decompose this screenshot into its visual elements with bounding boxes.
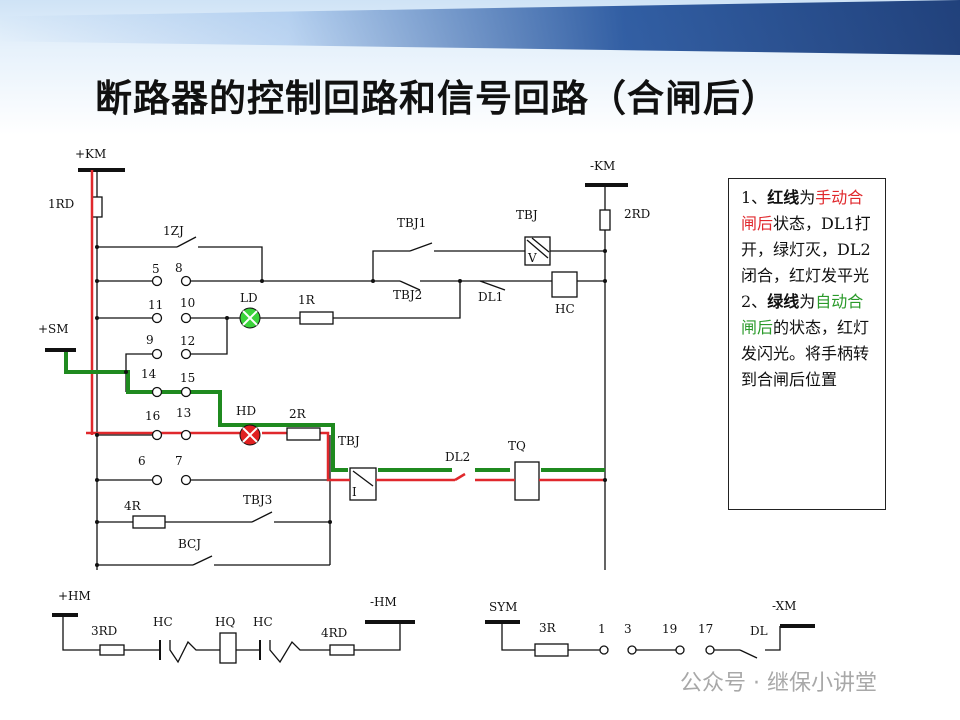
fuse-1rd	[91, 196, 103, 218]
resistor-4r	[132, 515, 166, 529]
signal-circuit	[485, 620, 815, 659]
label-psm: +SM	[38, 322, 69, 336]
terminal-3: 3	[624, 622, 632, 636]
contact-15: 15	[180, 371, 195, 385]
label-1r: 1R	[298, 293, 316, 307]
note-item-2: 2、绿线为自动合闸后的状态，红灯发闪光。将手柄转到合闸后位置	[741, 289, 879, 393]
label-ld: LD	[240, 291, 258, 305]
tq-coil	[514, 461, 540, 501]
label-tbj-i: I	[352, 485, 357, 499]
green-line-term: 绿线	[767, 292, 800, 311]
label-3r: 3R	[539, 621, 557, 635]
resistor-2r	[286, 427, 321, 441]
note-text: 状态，DL1打开，绿灯灭，DL2闭合，红灯发平光	[741, 214, 871, 285]
closing-coil-circuit	[52, 613, 415, 664]
label-tq: TQ	[508, 439, 526, 453]
label-hd: HD	[236, 404, 256, 418]
slide-title: 断路器的控制回路和信号回路（合闸后）	[95, 77, 779, 120]
label-tbj-v: V	[527, 251, 537, 265]
red-line-term: 红线	[767, 188, 800, 207]
label-tbj2: TBJ2	[393, 288, 422, 302]
label-phm: +HM	[58, 589, 91, 603]
label-tbj-upper: TBJ	[516, 208, 538, 222]
label-4rd: 4RD	[321, 626, 347, 640]
tbj-coil-i	[349, 467, 377, 501]
label-dl1: DL1	[478, 290, 503, 304]
label-2rd: 2RD	[624, 207, 650, 221]
contact-16: 16	[145, 409, 160, 423]
label-tbj-lower: TBJ	[338, 434, 360, 448]
connector: 为	[799, 188, 816, 207]
note-text: 的状态，红灯发闪光。将手柄转到合闸后位置	[741, 318, 870, 389]
connector: 为	[799, 292, 816, 311]
contact-14: 14	[141, 367, 157, 381]
slide-header	[0, 0, 960, 135]
label-dl2: DL2	[445, 450, 470, 464]
explanation-box: 1、红线为手动合闸后状态，DL1打开，绿灯灭，DL2闭合，红灯发平光 2、绿线为…	[728, 178, 886, 510]
auto-close-path	[64, 350, 605, 472]
label-4r: 4R	[124, 499, 142, 513]
contact-8: 8	[175, 261, 183, 275]
fuse-2rd	[599, 209, 611, 231]
contact-7: 7	[175, 454, 183, 468]
resistor-1r	[299, 311, 334, 325]
item-number: 1、	[741, 188, 768, 207]
label-tbj1: TBJ1	[397, 216, 426, 230]
green-lamp-ld	[239, 307, 261, 329]
contact-10: 10	[180, 296, 195, 310]
label-hq: HQ	[215, 615, 235, 629]
contact-11: 11	[148, 298, 163, 312]
terminal-19: 19	[662, 622, 677, 636]
label-nxm: -XM	[772, 599, 796, 613]
auto-close-term: 自动合闸后	[741, 292, 864, 337]
label-sym: SYM	[489, 600, 517, 614]
label-hc: HC	[555, 302, 575, 316]
wiring	[78, 168, 628, 570]
watermark: 公众号 · 继保小讲堂	[680, 671, 877, 696]
label-nkm: -KM	[590, 159, 615, 173]
label-dl: DL	[750, 624, 768, 638]
terminal-1: 1	[598, 622, 606, 636]
label-hc-b: HC	[253, 615, 273, 629]
label-1rd: 1RD	[48, 197, 74, 211]
label-nhm: -HM	[370, 595, 397, 609]
label-pkm: +KM	[75, 147, 106, 161]
contact-9: 9	[146, 333, 154, 347]
label-3rd: 3RD	[91, 624, 117, 638]
item-number: 2、	[741, 292, 768, 311]
red-lamp-hd	[239, 424, 261, 446]
contact-12: 12	[180, 334, 195, 348]
manual-close-term: 手动合闸后	[741, 188, 864, 233]
label-bcj: BCJ	[178, 537, 201, 551]
manual-close-path	[86, 170, 605, 482]
label-2r: 2R	[289, 407, 307, 421]
label-hc-a: HC	[153, 615, 173, 629]
contact-13: 13	[176, 406, 191, 420]
contact-6: 6	[138, 454, 146, 468]
label-tbj3: TBJ3	[243, 493, 272, 507]
hc-coil	[551, 271, 578, 298]
note-item-1: 1、红线为手动合闸后状态，DL1打开，绿灯灭，DL2闭合，红灯发平光	[741, 185, 879, 289]
component-labels: +KM -KM 1RD 2RD 1ZJ +SM 5 8 11 10 9 12 1…	[38, 147, 796, 640]
terminal-17: 17	[698, 622, 713, 636]
label-1zj: 1ZJ	[163, 224, 184, 238]
contact-5: 5	[152, 262, 160, 276]
